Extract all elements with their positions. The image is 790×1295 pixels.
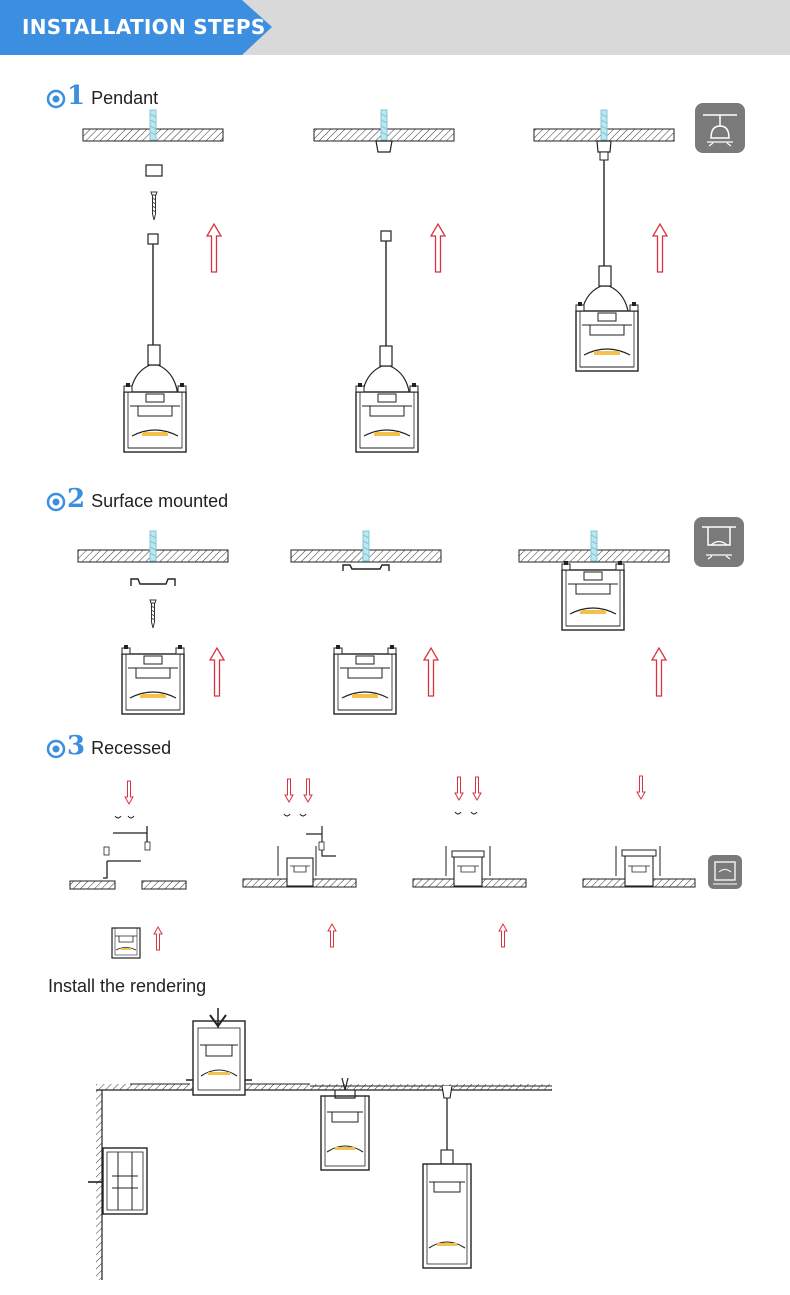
step-number: 2	[67, 484, 86, 514]
step-bullet-icon	[46, 89, 66, 109]
rendering-diagram	[88, 1008, 552, 1280]
page-title: INSTALLATION STEPS	[22, 15, 266, 39]
step-bullet-icon	[46, 492, 66, 512]
step-number: 3	[67, 731, 86, 761]
step-3-heading: 3 Recessed	[46, 733, 171, 759]
header-tab-shape	[0, 0, 272, 55]
pendant-type-icon	[695, 103, 745, 153]
step-1-heading: 1 Pendant	[46, 83, 158, 109]
step-label: Pendant	[91, 88, 159, 108]
step-bullet-icon	[46, 739, 66, 759]
step-2-heading: 2 Surface mounted	[46, 486, 228, 512]
recessed-step-diagrams	[69, 775, 742, 959]
pendant-step-diagrams	[82, 103, 745, 453]
step-label: Surface mounted	[91, 491, 229, 511]
step-label: Recessed	[91, 738, 172, 758]
surface-mounted-step-diagrams	[77, 517, 744, 715]
header-bar: INSTALLATION STEPS	[0, 0, 790, 55]
rendering-title: Install the rendering	[48, 976, 207, 996]
step-number: 1	[67, 81, 86, 111]
